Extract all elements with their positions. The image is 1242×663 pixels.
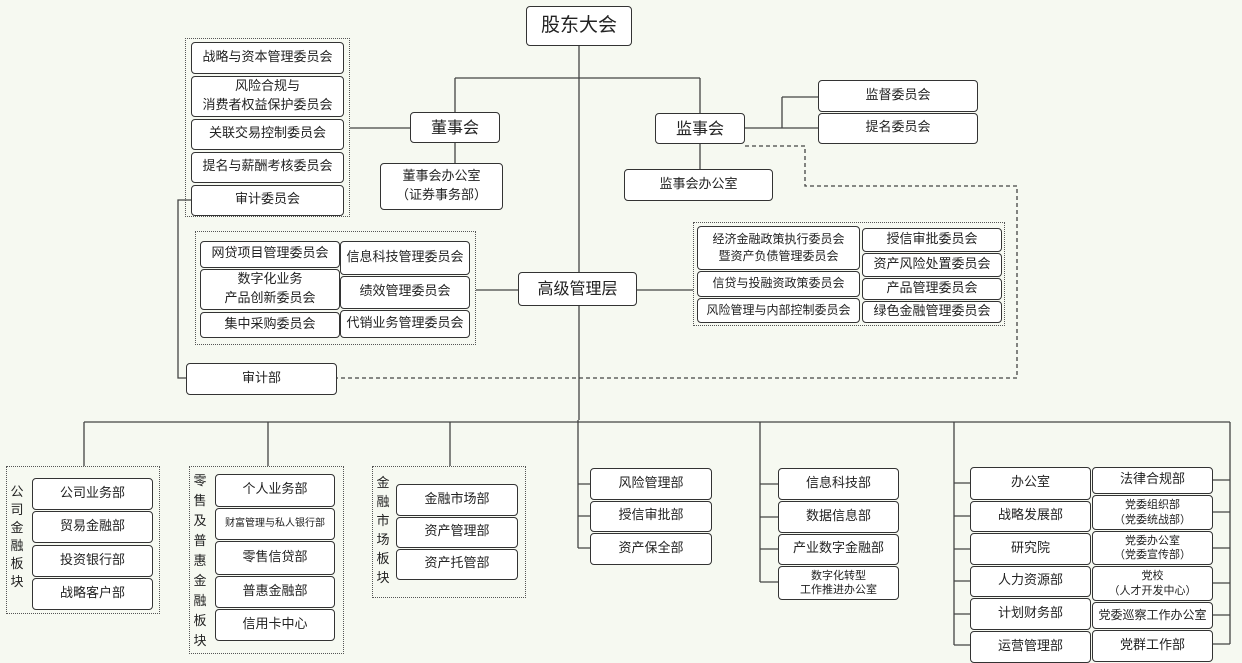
segment-label: 零售及普惠金融板块	[193, 474, 207, 649]
department: 信息科技部	[778, 468, 899, 500]
board-of-directors: 董事会	[410, 112, 500, 143]
shareholders-meeting: 股东大会	[526, 6, 632, 46]
mgmt-committee: 授信审批委员会	[862, 228, 1002, 252]
mgmt-committee: 资产风险处置委员会	[862, 253, 1002, 277]
mgmt-committee: 绩效管理委员会	[340, 276, 470, 309]
department: 数据信息部	[778, 501, 899, 533]
board-of-supervisors: 监事会	[655, 113, 745, 144]
department: 财富管理与私人银行部	[215, 508, 335, 540]
mgmt-committee: 风险管理与内部控制委员会	[697, 298, 860, 323]
mgmt-committee: 集中采购委员会	[200, 312, 340, 338]
mgmt-committee: 数字化业务 产品创新委员会	[200, 269, 340, 310]
supervisor-committee: 提名委员会	[818, 113, 978, 144]
department: 资产管理部	[396, 517, 518, 548]
department: 零售信贷部	[215, 541, 335, 575]
department: 风险管理部	[590, 468, 712, 500]
department: 计划财务部	[970, 598, 1091, 630]
department: 贸易金融部	[32, 511, 153, 543]
management-committees-right	[693, 222, 1005, 326]
department: 党委办公室 （党委宣传部）	[1092, 531, 1213, 565]
department: 个人业务部	[215, 474, 335, 507]
mgmt-committee: 绿色金融管理委员会	[862, 301, 1002, 323]
mgmt-committee: 产品管理委员会	[862, 278, 1002, 300]
department: 战略发展部	[970, 501, 1091, 532]
department: 党委组织部 （党委统战部）	[1092, 495, 1213, 530]
board-committees-group	[185, 38, 350, 217]
board-committee: 审计委员会	[191, 185, 344, 216]
board-office: 董事会办公室 （证券事务部）	[380, 163, 503, 210]
department: 党校 （人才开发中心）	[1092, 566, 1213, 601]
supervisor-office: 监事会办公室	[624, 169, 773, 201]
department: 金融市场部	[396, 484, 518, 516]
senior-management: 高级管理层	[518, 272, 637, 306]
department: 投资银行部	[32, 545, 153, 577]
audit-department: 审计部	[186, 363, 337, 395]
department: 公司业务部	[32, 478, 153, 510]
board-committee: 战略与资本管理委员会	[191, 42, 344, 74]
mgmt-committee: 经济金融政策执行委员会 暨资产负债管理委员会	[697, 226, 860, 270]
mgmt-committee: 代销业务管理委员会	[340, 310, 470, 338]
department: 数字化转型 工作推进办公室	[778, 566, 899, 600]
department: 战略客户部	[32, 578, 153, 610]
department: 资产保全部	[590, 533, 712, 565]
department: 人力资源部	[970, 566, 1091, 597]
board-committee: 提名与薪酬考核委员会	[191, 152, 344, 183]
segment-label: 金融市场板块	[376, 476, 390, 586]
financial-markets-segment	[372, 466, 526, 598]
department: 授信审批部	[590, 501, 712, 532]
department: 法律合规部	[1092, 467, 1213, 494]
department: 党委巡察工作办公室	[1092, 602, 1213, 629]
department: 普惠金融部	[215, 576, 335, 608]
board-committee: 关联交易控制委员会	[191, 119, 344, 150]
mgmt-committee: 网贷项目管理委员会	[200, 241, 340, 268]
mgmt-committee: 信息科技管理委员会	[340, 241, 470, 275]
department: 资产托管部	[396, 549, 518, 580]
department: 办公室	[970, 467, 1091, 500]
department: 信用卡中心	[215, 609, 335, 641]
segment-label: 公司金融板块	[10, 485, 24, 590]
department: 研究院	[970, 533, 1091, 565]
supervisor-committee: 监督委员会	[818, 80, 978, 112]
department: 运营管理部	[970, 631, 1091, 663]
corporate-finance-segment	[6, 466, 160, 614]
retail-finance-segment	[189, 466, 344, 654]
board-committee: 风险合规与 消费者权益保护委员会	[191, 76, 344, 117]
management-committees-left	[195, 231, 476, 345]
mgmt-committee: 信贷与投融资政策委员会	[697, 271, 860, 297]
department: 产业数字金融部	[778, 534, 899, 565]
department: 党群工作部	[1092, 630, 1213, 662]
